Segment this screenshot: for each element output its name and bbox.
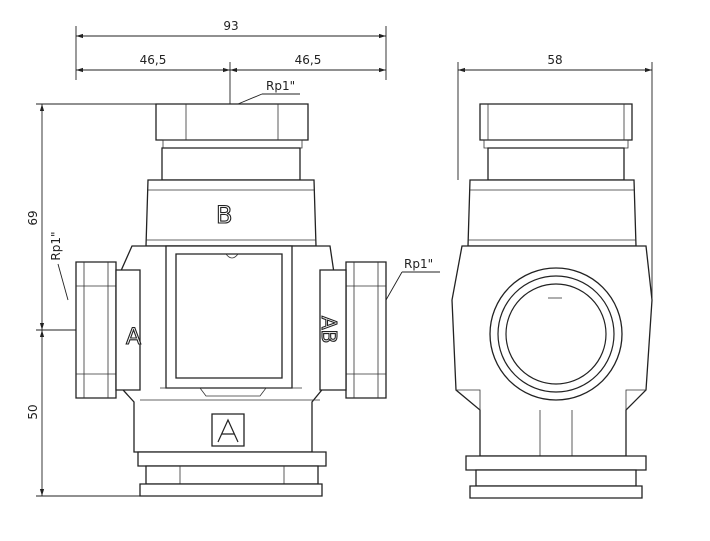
dimension-lines [36, 26, 653, 497]
side-view [451, 103, 653, 499]
port-letter-a: A [126, 325, 141, 350]
thread-label-top: Rp1" [266, 79, 295, 93]
thread-label-right: Rp1" [404, 257, 433, 271]
dim-upper-height: 69 [26, 210, 40, 225]
front-view: B A AB [75, 103, 387, 497]
dim-lower-height: 50 [26, 404, 40, 419]
thread-label-left: Rp1" [49, 231, 63, 260]
port-letter-ab: AB [317, 316, 341, 343]
dim-side-width: 58 [547, 53, 562, 67]
port-letter-b: B [216, 201, 232, 229]
dimension-labels: 93 46,5 46,5 58 69 50 Rp1" Rp1" Rp1" [26, 19, 563, 420]
dim-right-half: 46,5 [295, 53, 322, 67]
dim-overall-width: 93 [223, 19, 238, 33]
dim-left-half: 46,5 [140, 53, 167, 67]
